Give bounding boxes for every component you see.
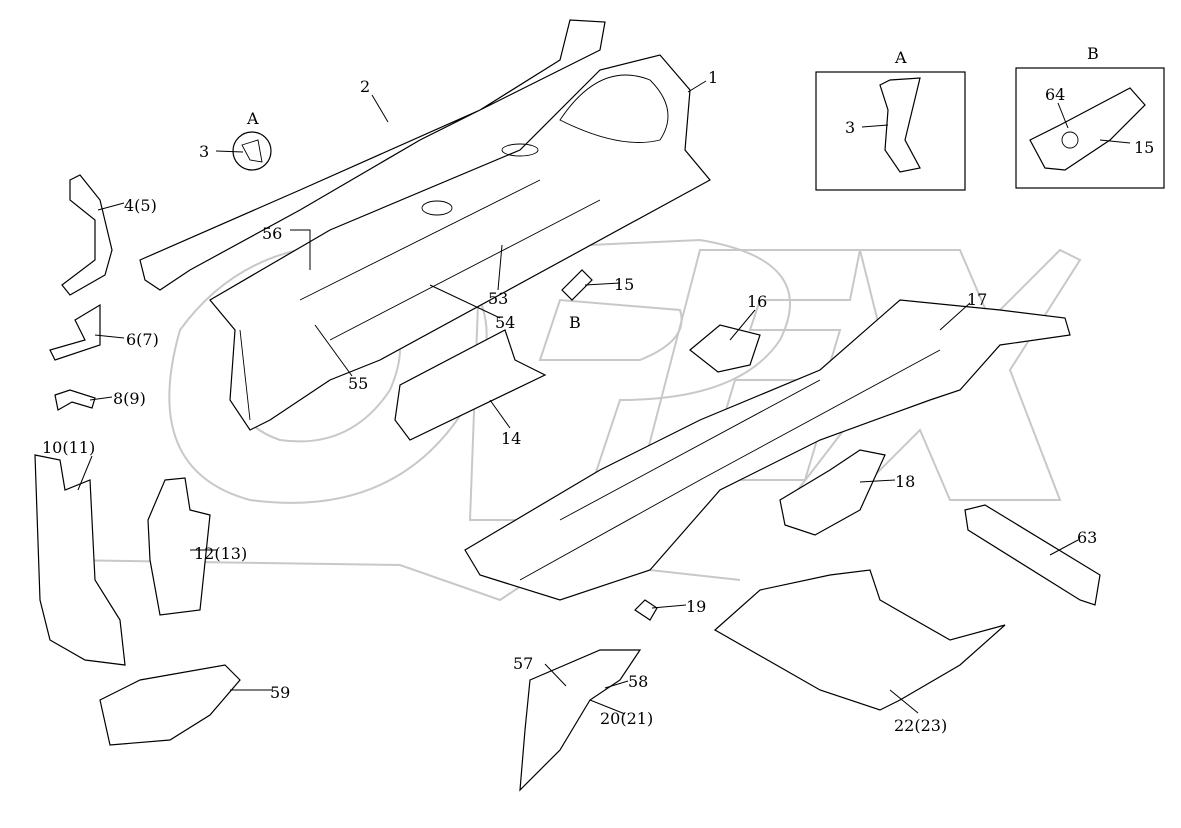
callout-12-13: 12(13) bbox=[194, 544, 247, 563]
part-16-plate[interactable] bbox=[689, 324, 761, 373]
part-63-beam[interactable] bbox=[964, 504, 1101, 606]
callout-2: 2 bbox=[360, 77, 370, 96]
part-6-bracket[interactable] bbox=[49, 303, 101, 361]
callout-17: 17 bbox=[967, 290, 987, 309]
callout-54: 54 bbox=[495, 313, 515, 332]
detail-b-box bbox=[1015, 67, 1165, 189]
detail-a-callout-3: 3 bbox=[845, 118, 855, 137]
callout-55: 55 bbox=[348, 374, 368, 393]
callout-57: 57 bbox=[513, 654, 533, 673]
part-8-clip[interactable] bbox=[54, 389, 96, 411]
part-14-crossmember[interactable] bbox=[394, 329, 547, 441]
callout-63: 63 bbox=[1077, 528, 1097, 547]
callout-8-9: 8(9) bbox=[113, 389, 146, 408]
part-59-bracket[interactable] bbox=[99, 664, 241, 746]
part-2-rail[interactable] bbox=[139, 19, 606, 291]
callout-4-5: 4(5) bbox=[124, 196, 157, 215]
callout-6-7: 6(7) bbox=[126, 330, 159, 349]
callout-20-21: 20(21) bbox=[600, 709, 653, 728]
part-floor-pan[interactable] bbox=[464, 299, 1071, 601]
callout-58: 58 bbox=[628, 672, 648, 691]
callout-16: 16 bbox=[747, 292, 767, 311]
callout-22-23: 22(23) bbox=[894, 716, 947, 735]
callout-b: B bbox=[569, 313, 581, 332]
part-12-pillar[interactable] bbox=[147, 477, 211, 616]
detail-b-callout-15: 15 bbox=[1134, 138, 1154, 157]
part-1-dash-panel[interactable] bbox=[209, 54, 711, 431]
callout-3: 3 bbox=[199, 142, 209, 161]
callout-1: 1 bbox=[708, 68, 718, 87]
part-18-bracket[interactable] bbox=[779, 449, 886, 536]
part-15-nut-b[interactable] bbox=[561, 269, 593, 301]
leader-lines bbox=[77, 80, 1131, 715]
part-4-bracket[interactable] bbox=[61, 174, 113, 296]
detail-a-circle[interactable] bbox=[232, 131, 272, 171]
detail-a-title: A bbox=[894, 48, 907, 67]
callout-59: 59 bbox=[270, 683, 290, 702]
callout-19: 19 bbox=[686, 597, 706, 616]
callout-53: 53 bbox=[488, 289, 508, 308]
callout-a: A bbox=[246, 109, 259, 128]
part-22-rear-floor[interactable] bbox=[713, 569, 1006, 711]
part-19-tab[interactable] bbox=[634, 599, 658, 621]
callout-56: 56 bbox=[262, 224, 282, 243]
callout-14: 14 bbox=[501, 429, 521, 448]
part-10-side-panel[interactable] bbox=[34, 454, 126, 666]
callout-15: 15 bbox=[614, 275, 634, 294]
callout-10-11: 10(11) bbox=[42, 438, 95, 457]
detail-b-callout-64: 64 bbox=[1045, 85, 1065, 104]
callout-18: 18 bbox=[895, 472, 915, 491]
detail-b-title: B bbox=[1087, 44, 1099, 63]
